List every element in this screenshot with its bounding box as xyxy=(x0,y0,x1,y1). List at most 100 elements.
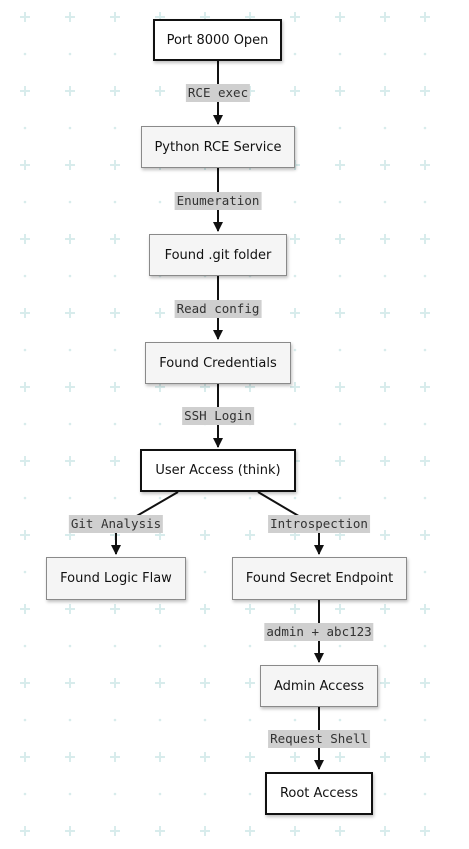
node-port-8000-open: Port 8000 Open xyxy=(153,19,282,61)
grid-plus xyxy=(380,456,390,466)
grid-dot xyxy=(158,422,162,426)
grid-dot xyxy=(248,792,252,796)
grid-dot xyxy=(23,422,27,426)
grid-dot xyxy=(68,496,72,500)
grid-plus xyxy=(110,752,120,762)
grid-dot xyxy=(68,200,72,204)
grid-plus xyxy=(245,752,255,762)
grid-dot xyxy=(338,496,342,500)
grid-dot xyxy=(383,200,387,204)
grid-dot xyxy=(293,496,297,500)
grid-plus xyxy=(155,678,165,688)
edge-label-rce-exec: RCE exec xyxy=(185,84,251,102)
grid-plus xyxy=(110,160,120,170)
grid-plus xyxy=(155,308,165,318)
grid-plus xyxy=(380,752,390,762)
grid-dot xyxy=(203,718,207,722)
grid-dot xyxy=(293,422,297,426)
grid-plus xyxy=(65,678,75,688)
grid-plus xyxy=(420,160,430,170)
grid-plus xyxy=(65,382,75,392)
grid-plus xyxy=(20,86,30,96)
edge-label-admin-password: admin + abc123 xyxy=(264,623,374,641)
grid-plus xyxy=(65,604,75,614)
grid-plus xyxy=(20,160,30,170)
grid-dot xyxy=(68,644,72,648)
grid-dot xyxy=(248,496,252,500)
grid-plus xyxy=(335,382,345,392)
grid-plus xyxy=(420,530,430,540)
grid-dot xyxy=(113,422,117,426)
grid-plus xyxy=(420,752,430,762)
grid-plus xyxy=(110,826,120,836)
grid-plus xyxy=(155,826,165,836)
grid-plus xyxy=(290,382,300,392)
grid-plus xyxy=(200,752,210,762)
grid-dot xyxy=(23,570,27,574)
node-python-rce-service: Python RCE Service xyxy=(141,126,295,168)
grid-dot xyxy=(383,348,387,352)
grid-dot xyxy=(113,792,117,796)
grid-plus xyxy=(245,530,255,540)
grid-dot xyxy=(338,348,342,352)
grid-dot xyxy=(23,496,27,500)
grid-plus xyxy=(200,604,210,614)
grid-dot xyxy=(68,274,72,278)
grid-plus xyxy=(290,234,300,244)
grid-dot xyxy=(383,792,387,796)
grid-dot xyxy=(158,792,162,796)
grid-plus xyxy=(335,234,345,244)
grid-dot xyxy=(338,52,342,56)
grid-plus xyxy=(290,308,300,318)
grid-plus xyxy=(335,308,345,318)
grid-dot xyxy=(68,422,72,426)
grid-plus xyxy=(245,826,255,836)
node-found-credentials: Found Credentials xyxy=(145,342,291,384)
grid-dot xyxy=(423,274,427,278)
grid-dot xyxy=(23,718,27,722)
grid-dot xyxy=(23,52,27,56)
grid-dot xyxy=(423,348,427,352)
node-user-access: User Access (think) xyxy=(140,449,296,492)
grid-plus xyxy=(380,678,390,688)
grid-plus xyxy=(110,234,120,244)
grid-plus xyxy=(20,382,30,392)
grid-dot xyxy=(383,274,387,278)
grid-dot xyxy=(423,718,427,722)
grid-dot xyxy=(383,718,387,722)
grid-plus xyxy=(420,456,430,466)
grid-plus xyxy=(110,678,120,688)
grid-plus xyxy=(335,752,345,762)
grid-dot xyxy=(203,570,207,574)
grid-dot xyxy=(423,52,427,56)
grid-plus xyxy=(200,678,210,688)
grid-plus xyxy=(245,604,255,614)
grid-plus xyxy=(290,86,300,96)
edge-label-git-analysis: Git Analysis xyxy=(68,515,164,533)
grid-dot xyxy=(113,126,117,130)
grid-plus xyxy=(380,12,390,22)
grid-dot xyxy=(23,792,27,796)
node-root-access: Root Access xyxy=(265,772,373,815)
grid-plus xyxy=(20,604,30,614)
grid-dot xyxy=(203,496,207,500)
grid-plus xyxy=(65,234,75,244)
grid-plus xyxy=(420,826,430,836)
grid-plus xyxy=(65,752,75,762)
grid-plus xyxy=(380,160,390,170)
grid-plus xyxy=(335,12,345,22)
grid-plus xyxy=(110,12,120,22)
grid-plus xyxy=(20,752,30,762)
grid-dot xyxy=(158,644,162,648)
grid-dot xyxy=(338,422,342,426)
grid-dot xyxy=(113,52,117,56)
grid-dot xyxy=(23,126,27,130)
grid-dot xyxy=(293,274,297,278)
grid-plus xyxy=(290,12,300,22)
grid-dot xyxy=(423,792,427,796)
grid-dot xyxy=(23,200,27,204)
grid-dot xyxy=(23,644,27,648)
grid-dot xyxy=(383,422,387,426)
grid-dot xyxy=(423,644,427,648)
node-found-logic-flaw: Found Logic Flaw xyxy=(46,557,186,600)
